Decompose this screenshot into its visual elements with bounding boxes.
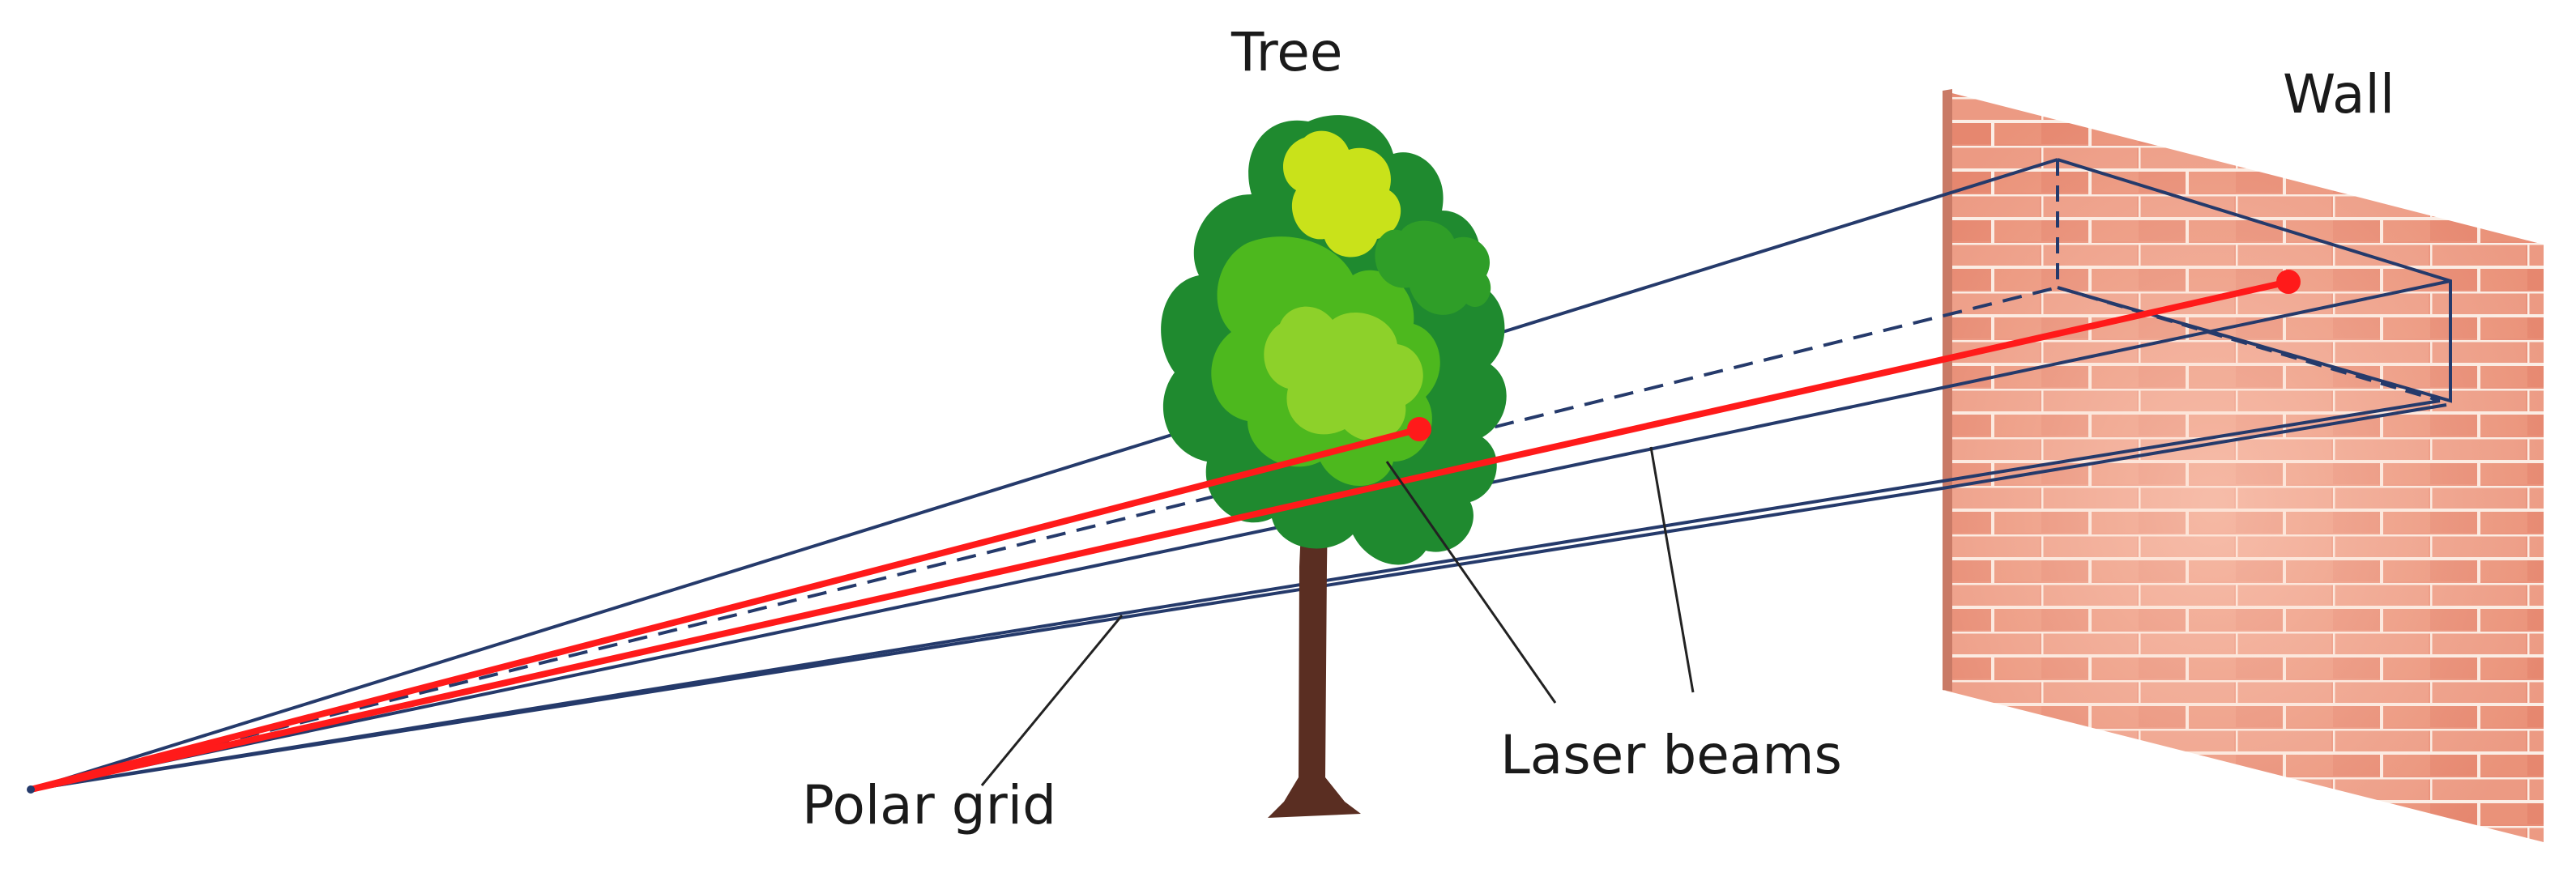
tree — [1161, 115, 1507, 818]
polar-grid-label: Polar grid — [802, 774, 1056, 836]
wall-edge-shadow — [1943, 89, 1952, 692]
leader-lines — [980, 446, 1695, 786]
grid-ray-lower — [30, 487, 1943, 791]
leader-laser-beams-1 — [1385, 461, 1557, 704]
tree-label: Tree — [1231, 21, 1343, 83]
leader-polar-grid — [980, 615, 1124, 786]
laser-hit-point-tree — [1407, 417, 1431, 441]
grid-ray-lower-2 — [1942, 403, 2447, 490]
leader-laser-beams-2 — [1649, 446, 1695, 693]
laser-beam-to-tree — [29, 426, 1421, 793]
laser-beams — [29, 279, 2289, 793]
grid-ray-right — [30, 279, 2451, 791]
brick-wall — [1943, 89, 2544, 842]
laser-hit-point-wall — [2276, 270, 2301, 294]
wall-label: Wall — [2283, 63, 2395, 126]
tree-foliage-light — [1264, 306, 1423, 441]
wall-glow — [1943, 91, 2544, 842]
laser-beam-to-wall — [30, 279, 2289, 793]
tree-trunk — [1268, 453, 1361, 818]
tree-foliage-shade — [1375, 220, 1491, 315]
laser-beams-label: Laser beams — [1500, 724, 1842, 786]
sensor-origin — [27, 785, 35, 794]
frustum-outline — [2057, 158, 2452, 403]
grid-ray-dashed — [30, 286, 2058, 791]
polar-grid — [30, 158, 2452, 791]
tree-foliage-highlight — [1282, 130, 1401, 257]
frustum-edge-dashed-right — [2057, 286, 2441, 402]
grid-ray-upper — [30, 158, 2058, 791]
